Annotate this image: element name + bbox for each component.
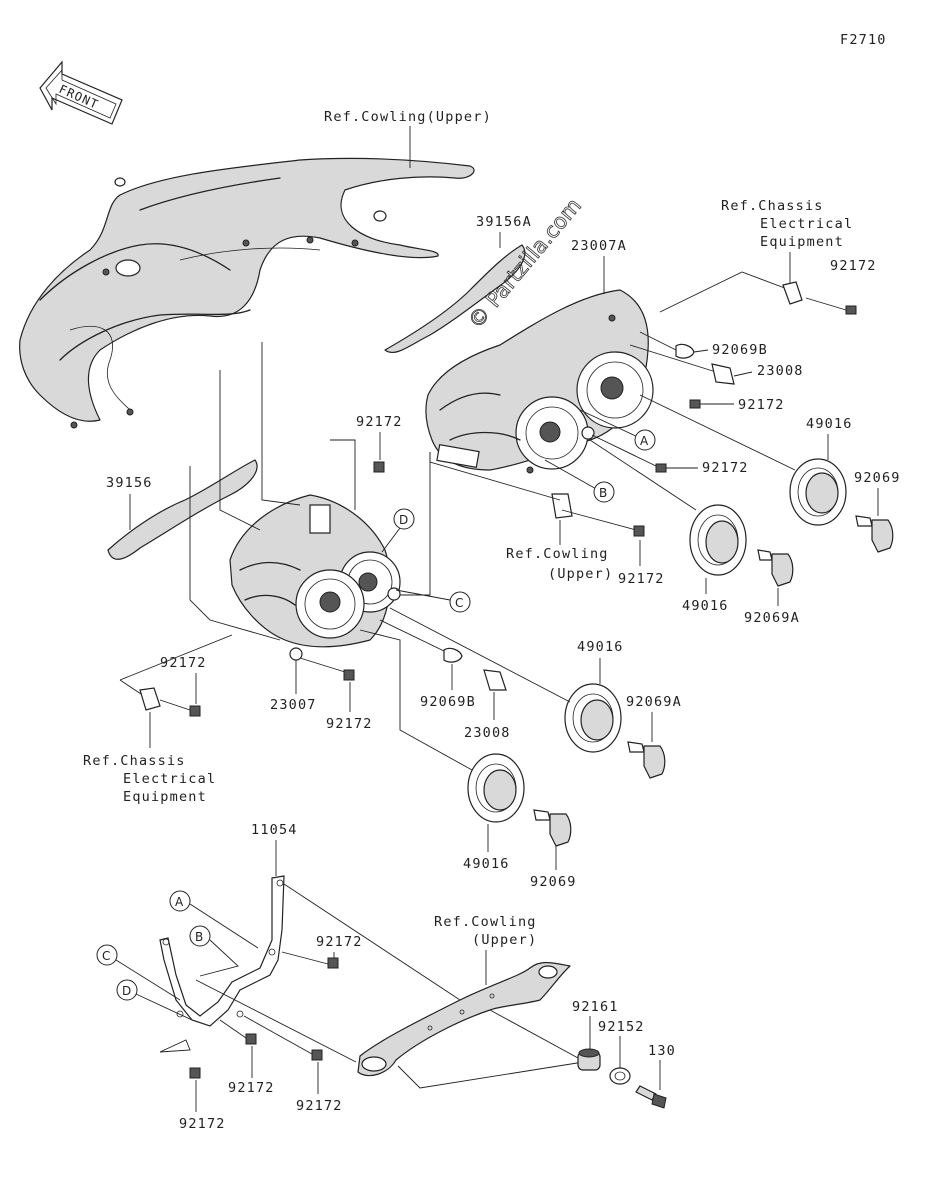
part-92172-k: 92172 (179, 1116, 226, 1132)
callout-C-bot: C (102, 949, 110, 963)
part-49016-a: 49016 (806, 416, 853, 432)
part-92172-d: 92172 (356, 414, 403, 430)
bulb-92069B-a (675, 343, 695, 359)
part-92172-b: 92172 (738, 397, 785, 413)
ref-cowling-bottom-2: (Upper) (472, 932, 537, 948)
collar-92152 (609, 1067, 631, 1085)
clip-mid (551, 493, 573, 519)
screw-icon (805, 297, 857, 315)
clip-right (782, 281, 803, 305)
bulb-92069A-b (627, 741, 666, 779)
bulb-92069B-b (443, 647, 463, 663)
part-92172-f: 92172 (160, 655, 207, 671)
callout-C-mid: C (455, 596, 463, 610)
part-39156A: 39156A (476, 214, 532, 230)
part-92069B-a: 92069B (712, 342, 768, 358)
part-92069A-b: 92069A (626, 694, 682, 710)
cowling-inner-bracket (357, 961, 571, 1077)
figure-code: F2710 (840, 32, 887, 48)
part-23007A: 23007A (571, 238, 627, 254)
headlight-assembly-right (425, 289, 654, 474)
part-23008-b: 23008 (464, 725, 511, 741)
part-23007: 23007 (270, 697, 317, 713)
callout-B-bot: B (195, 930, 203, 944)
headlight-assembly-left (229, 494, 401, 661)
callout-A-bot: A (175, 895, 184, 909)
part-92172-j: 92172 (296, 1098, 343, 1114)
part-130: 130 (648, 1043, 676, 1059)
part-92172-i: 92172 (228, 1080, 275, 1096)
bulb-92069A-a (757, 549, 794, 587)
part-92069-b: 92069 (530, 874, 577, 890)
callout-B-top: B (599, 486, 607, 500)
callout-D-bot: D (122, 984, 131, 998)
part-49016-b: 49016 (682, 598, 729, 614)
clip-left (139, 687, 161, 711)
ref-cowling-mid-1: Ref.Cowling (506, 546, 609, 562)
ref-chassis-left-1: Ref.Chassis (83, 753, 186, 769)
callout-D-mid: D (399, 513, 408, 527)
bracket-39156A (384, 244, 526, 354)
dust-cover-49016-d (467, 753, 525, 823)
dust-cover-49016-a (789, 458, 847, 526)
front-arrow-icon: FRONT (39, 60, 123, 125)
part-11054: 11054 (251, 822, 298, 838)
part-92161: 92161 (572, 999, 619, 1015)
socket-23008-a (711, 363, 735, 385)
ref-chassis-right-2: Electrical (760, 216, 853, 232)
bulb-92069-a (855, 515, 894, 553)
dust-cover-49016-c (564, 683, 622, 753)
ref-cowling-mid-2: (Upper) (548, 566, 613, 582)
bracket-11054 (159, 875, 285, 1027)
part-92069-a: 92069 (854, 470, 901, 486)
ref-chassis-right-3: Equipment (760, 234, 844, 250)
upper-cowling-ref (19, 157, 475, 429)
part-23008-a: 23008 (757, 363, 804, 379)
ref-cowling-upper-top: Ref.Cowling(Upper) (324, 109, 492, 125)
part-92172-e: 92172 (618, 571, 665, 587)
ref-chassis-right-1: Ref.Chassis (721, 198, 824, 214)
part-92172-g: 92172 (326, 716, 373, 732)
part-92069B-b: 92069B (420, 694, 476, 710)
socket-23008-b (483, 669, 507, 691)
ref-chassis-left-2: Electrical (123, 771, 216, 787)
part-92152: 92152 (598, 1019, 645, 1035)
bolt-130 (635, 1085, 667, 1109)
part-92172-c: 92172 (702, 460, 749, 476)
ref-chassis-left-3: Equipment (123, 789, 207, 805)
grommet-92161 (577, 1048, 601, 1071)
part-49016-c: 49016 (577, 639, 624, 655)
part-49016-d: 49016 (463, 856, 510, 872)
bulb-92069-b (533, 809, 572, 847)
part-92172-h: 92172 (316, 934, 363, 950)
part-92069A-a: 92069A (744, 610, 800, 626)
part-39156: 39156 (106, 475, 153, 491)
ref-cowling-bottom-1: Ref.Cowling (434, 914, 537, 930)
dust-cover-49016-b (689, 504, 747, 576)
callout-A-top: A (640, 434, 649, 448)
part-92172-a: 92172 (830, 258, 877, 274)
